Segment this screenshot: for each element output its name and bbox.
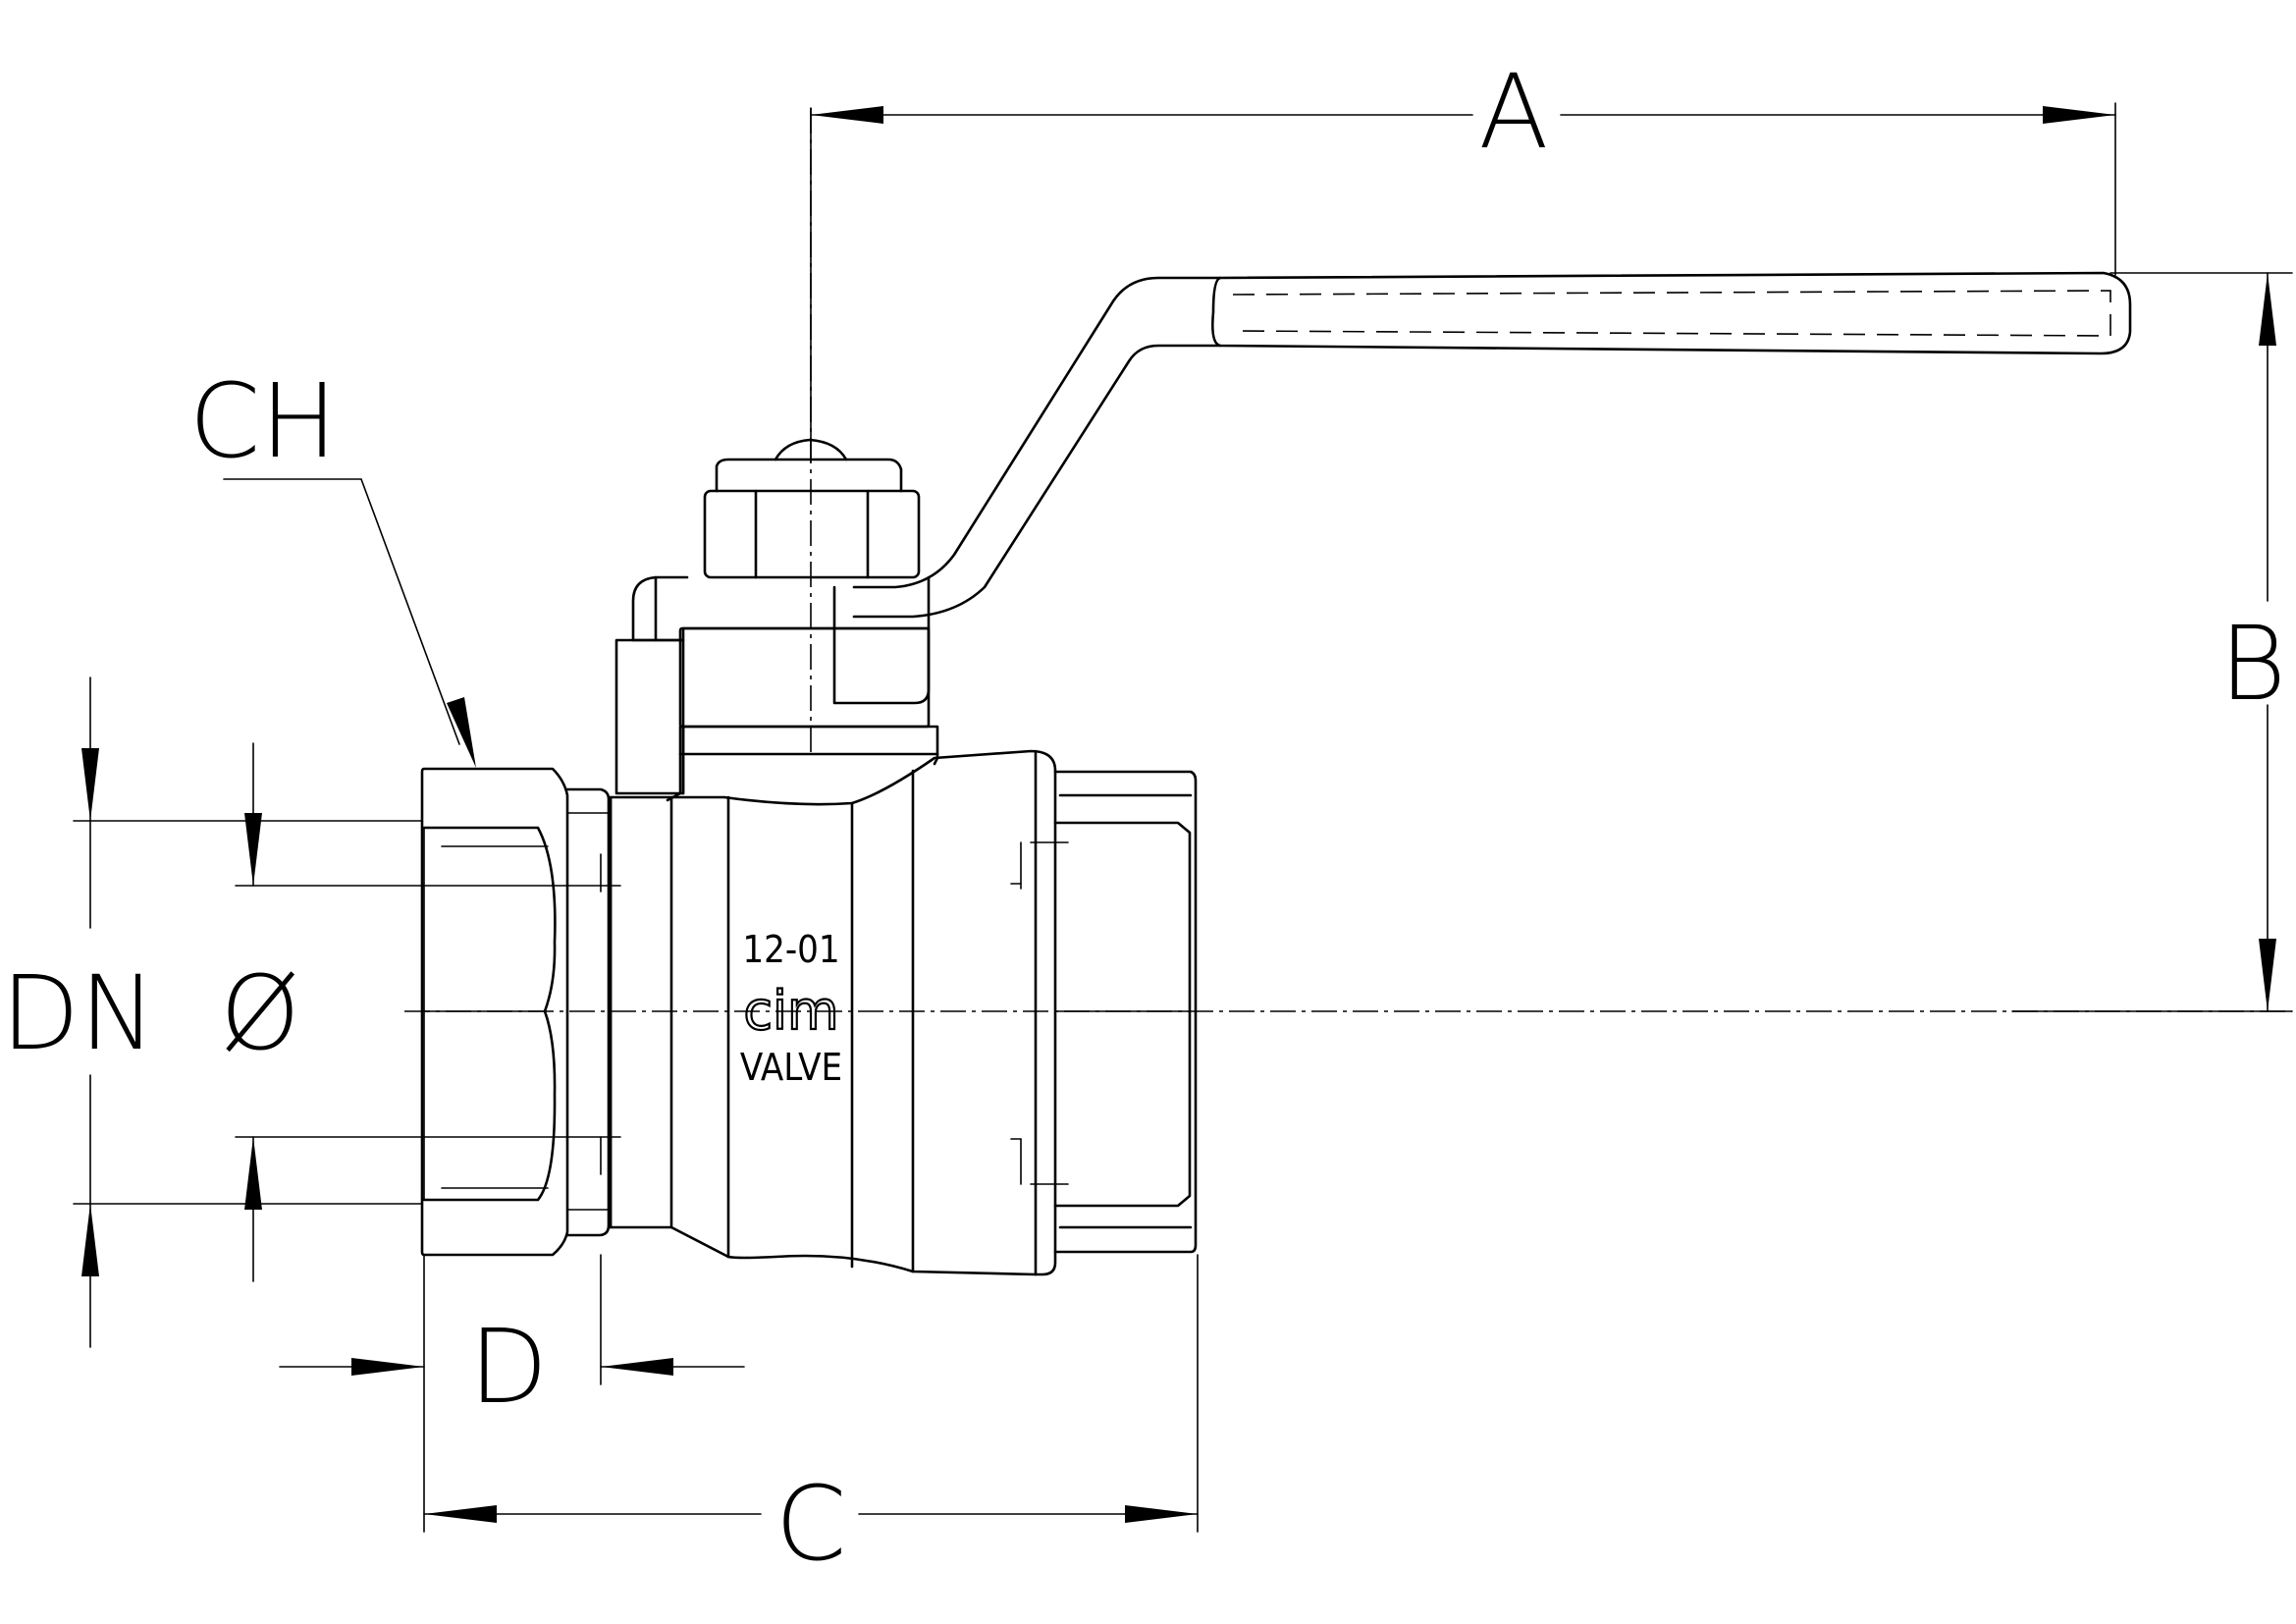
dimension-ch: CH [189,361,476,768]
dimension-c-label: C [775,1464,847,1584]
brand-logo: cim [743,980,838,1042]
dimension-diameter-label: Ø [220,953,300,1073]
dimension-diameter: Ø [220,742,300,1282]
stop-plate [614,575,931,795]
dimension-d: D [279,1307,745,1427]
dimension-b-label: B [2219,604,2286,724]
dimension-a-label: A [1478,52,1548,172]
dimension-b: B [2219,272,2286,1012]
dimension-a: A [810,52,2116,172]
valve-body [609,749,1057,1276]
lever-handle [852,271,2132,619]
marking-code: 12-01 [742,928,839,971]
dimension-dn: DN [1,677,156,1348]
dimension-dn-label: DN [1,953,156,1073]
dimension-ch-label: CH [189,361,338,481]
extension-lines [73,102,2293,1533]
body-marking: 12-01 cim VALVE [740,928,842,1089]
stem-nut [703,438,921,579]
valve-neck [666,725,939,802]
dimension-c: C [423,1464,1199,1584]
marking-word: VALVE [740,1046,842,1089]
dimension-d-label: D [469,1307,548,1427]
